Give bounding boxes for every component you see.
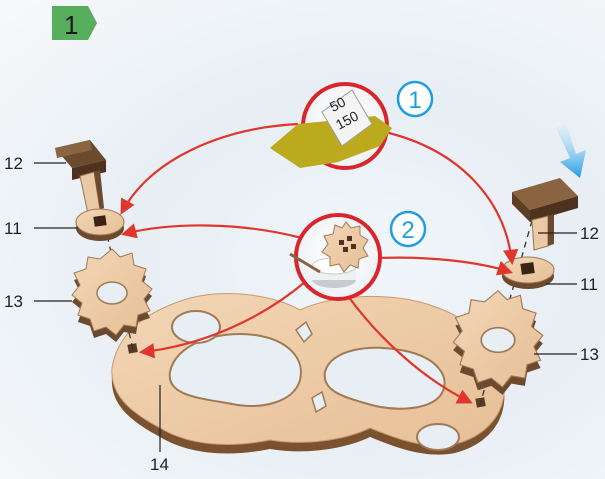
left-spacer-part-11 bbox=[76, 209, 124, 241]
arrow-wax-right-spacer bbox=[378, 258, 510, 272]
sanding-callout: 150 50 bbox=[270, 84, 392, 168]
label-part-13-right: 13 bbox=[580, 345, 599, 364]
right-peg-part-12 bbox=[512, 178, 578, 250]
base-plate-part-14 bbox=[112, 294, 505, 455]
label-part-14: 14 bbox=[150, 455, 169, 474]
callout-number-2: 2 bbox=[391, 212, 425, 246]
label-part-12-left: 12 bbox=[4, 154, 23, 173]
label-part-12-right: 12 bbox=[580, 224, 599, 243]
arrow-wax-left-spacer bbox=[124, 225, 302, 238]
arrow-sand-left-spacer bbox=[122, 124, 298, 212]
callout-number-1: 1 bbox=[398, 82, 432, 116]
label-part-11-left: 11 bbox=[4, 219, 22, 238]
label-part-11-right: 11 bbox=[580, 275, 598, 294]
step-badge: 1 bbox=[52, 6, 97, 40]
label-part-13-left: 13 bbox=[4, 292, 23, 311]
svg-text:2: 2 bbox=[401, 217, 414, 244]
waxing-callout bbox=[290, 215, 380, 299]
insert-direction-arrow bbox=[556, 124, 586, 178]
svg-text:1: 1 bbox=[408, 87, 421, 114]
left-peg-part-12 bbox=[55, 140, 106, 214]
step-number: 1 bbox=[64, 10, 78, 40]
